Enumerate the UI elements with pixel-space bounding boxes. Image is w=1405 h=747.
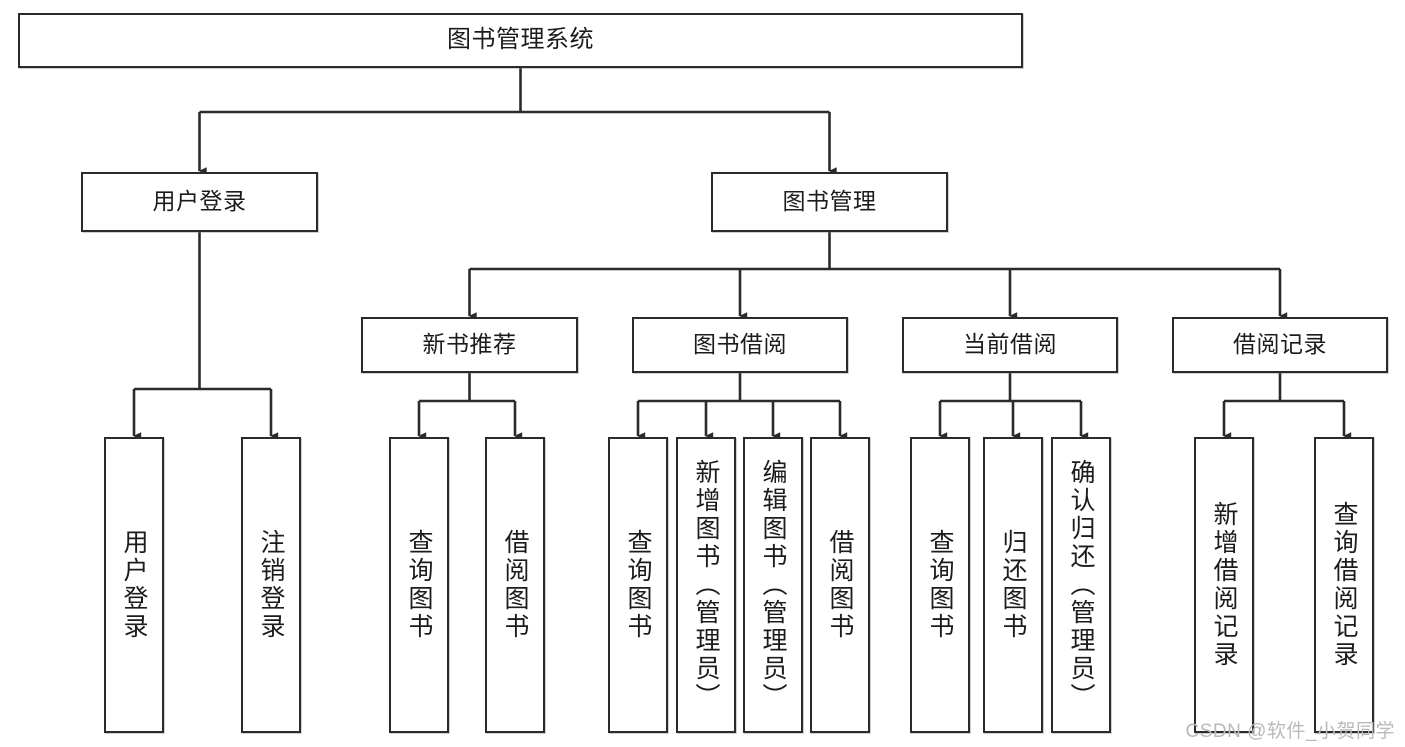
node-leaf-rec-query[interactable]: 查询图书 — [389, 437, 449, 733]
node-user-login[interactable]: 用户登录 — [81, 172, 318, 232]
node-root[interactable]: 图书管理系统 — [18, 13, 1023, 68]
node-label: 用户登录 — [120, 529, 148, 641]
node-label: 查询图书 — [624, 529, 652, 641]
node-leaf-book-edit[interactable]: 编辑图书（管理员） — [743, 437, 803, 733]
node-label: 归还图书 — [999, 529, 1027, 641]
node-label: 确认归还（管理员） — [1067, 459, 1095, 711]
node-book-borrow[interactable]: 图书借阅 — [632, 317, 848, 373]
node-label: 图书借阅 — [693, 331, 787, 358]
node-leaf-user-login[interactable]: 用户登录 — [104, 437, 164, 733]
node-borrow-record[interactable]: 借阅记录 — [1172, 317, 1388, 373]
node-label: 图书管理系统 — [447, 26, 594, 54]
node-leaf-user-logout[interactable]: 注销登录 — [241, 437, 301, 733]
node-leaf-book-add[interactable]: 新增图书（管理员） — [676, 437, 736, 733]
node-label: 编辑图书（管理员） — [759, 459, 787, 711]
node-label: 图书管理 — [782, 188, 877, 215]
node-label: 查询借阅记录 — [1330, 501, 1358, 669]
node-label: 当前借阅 — [963, 331, 1057, 358]
node-label: 新增借阅记录 — [1210, 501, 1238, 669]
node-leaf-cur-return[interactable]: 归还图书 — [983, 437, 1043, 733]
node-label: 查询图书 — [926, 529, 954, 641]
node-new-book-rec[interactable]: 新书推荐 — [361, 317, 578, 373]
node-label: 新增图书（管理员） — [692, 459, 720, 711]
node-current-borrow[interactable]: 当前借阅 — [902, 317, 1118, 373]
node-label: 借阅图书 — [501, 529, 529, 641]
csdn-watermark: CSDN @软件_小贺同学 — [1185, 721, 1395, 742]
node-label: 借阅记录 — [1233, 331, 1327, 358]
node-label: 用户登录 — [152, 188, 247, 215]
node-leaf-book-borrow[interactable]: 借阅图书 — [810, 437, 870, 733]
node-leaf-rec-search[interactable]: 查询借阅记录 — [1314, 437, 1374, 733]
node-leaf-rec-borrow[interactable]: 借阅图书 — [485, 437, 545, 733]
node-label: 查询图书 — [405, 529, 433, 641]
node-book-manage[interactable]: 图书管理 — [711, 172, 948, 232]
node-leaf-rec-add[interactable]: 新增借阅记录 — [1194, 437, 1254, 733]
node-label: 注销登录 — [257, 529, 285, 641]
node-label: 新书推荐 — [422, 331, 517, 358]
node-leaf-borrow-query[interactable]: 查询图书 — [608, 437, 668, 733]
node-leaf-cur-confirm[interactable]: 确认归还（管理员） — [1051, 437, 1111, 733]
node-label: 借阅图书 — [826, 529, 854, 641]
node-leaf-cur-query[interactable]: 查询图书 — [910, 437, 970, 733]
